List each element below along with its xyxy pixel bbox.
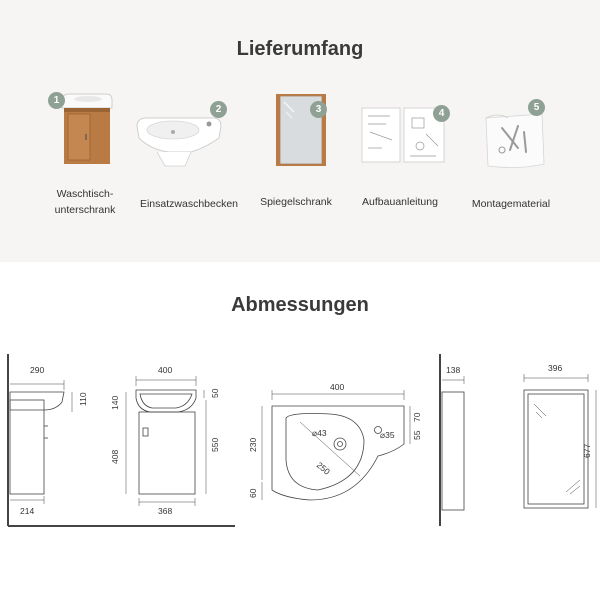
item-1-label-line2: unterschrank [54, 204, 116, 216]
basin-top-view-drawing [261, 390, 411, 501]
item-2-badge: 2 [210, 101, 227, 118]
basin-front-offset-label: 60 [248, 488, 258, 498]
side-view-drawing [7, 354, 235, 527]
mirror-side-view-drawing [439, 354, 465, 526]
front-cabinet-height-label: 408 [110, 450, 120, 464]
item-vanity-cabinet [48, 90, 118, 170]
side-depth-top-label: 290 [30, 365, 44, 375]
mounting-bag-image [485, 113, 545, 168]
item-5-label: Montagematerial [471, 198, 551, 210]
item-4-badge: 4 [433, 105, 450, 122]
basin-width-label: 400 [330, 382, 344, 392]
front-width-bottom-label: 368 [158, 506, 172, 516]
item-2-label: Einsatzwaschbecken [139, 198, 239, 210]
basin-image [136, 117, 222, 167]
front-view-drawing [125, 376, 207, 506]
dimensions-title: Abmessungen [231, 294, 369, 316]
item-5-badge: 5 [528, 99, 545, 116]
item-1-badge: 1 [48, 92, 65, 109]
side-depth-bottom-label: 214 [20, 506, 34, 516]
vanity-cabinet-image [61, 93, 113, 164]
front-basin-depth-label: 140 [110, 396, 120, 410]
item-1-label: Waschtisch- unterschrank [40, 186, 130, 218]
basin-tap-offset-label: 55 [412, 430, 422, 440]
mirror-front-view-drawing [523, 374, 597, 509]
scope-title: Lieferumfang [236, 38, 364, 60]
basin-tap-dia-label: ⌀35 [380, 430, 395, 440]
item-4-label: Aufbauanleitung [362, 196, 438, 208]
front-total-height-label: 550 [210, 438, 220, 452]
item-1-label-line1: Waschtisch- [56, 188, 114, 200]
mirror-height-label: 677 [582, 444, 592, 458]
item-3-label: Spiegelschrank [260, 196, 332, 208]
item-3-badge: 3 [310, 101, 327, 118]
mirror-width-label: 396 [548, 363, 562, 373]
basin-tap-offset-top-label: 70 [412, 412, 422, 422]
side-basin-height-label: 110 [78, 392, 88, 406]
basin-drain-dia-label: ⌀43 [312, 428, 327, 438]
front-width-top-label: 400 [158, 365, 172, 375]
mirror-depth-label: 138 [446, 365, 460, 375]
item-mounting-material [478, 104, 550, 174]
basin-radius-label: 250 [315, 460, 333, 477]
dimension-drawings: 290 110 214 400 50 140 408 550 368 400 ⌀… [7, 354, 597, 527]
front-rim-label: 50 [210, 388, 220, 398]
item-basin [135, 108, 225, 178]
basin-depth-label: 230 [248, 438, 258, 452]
